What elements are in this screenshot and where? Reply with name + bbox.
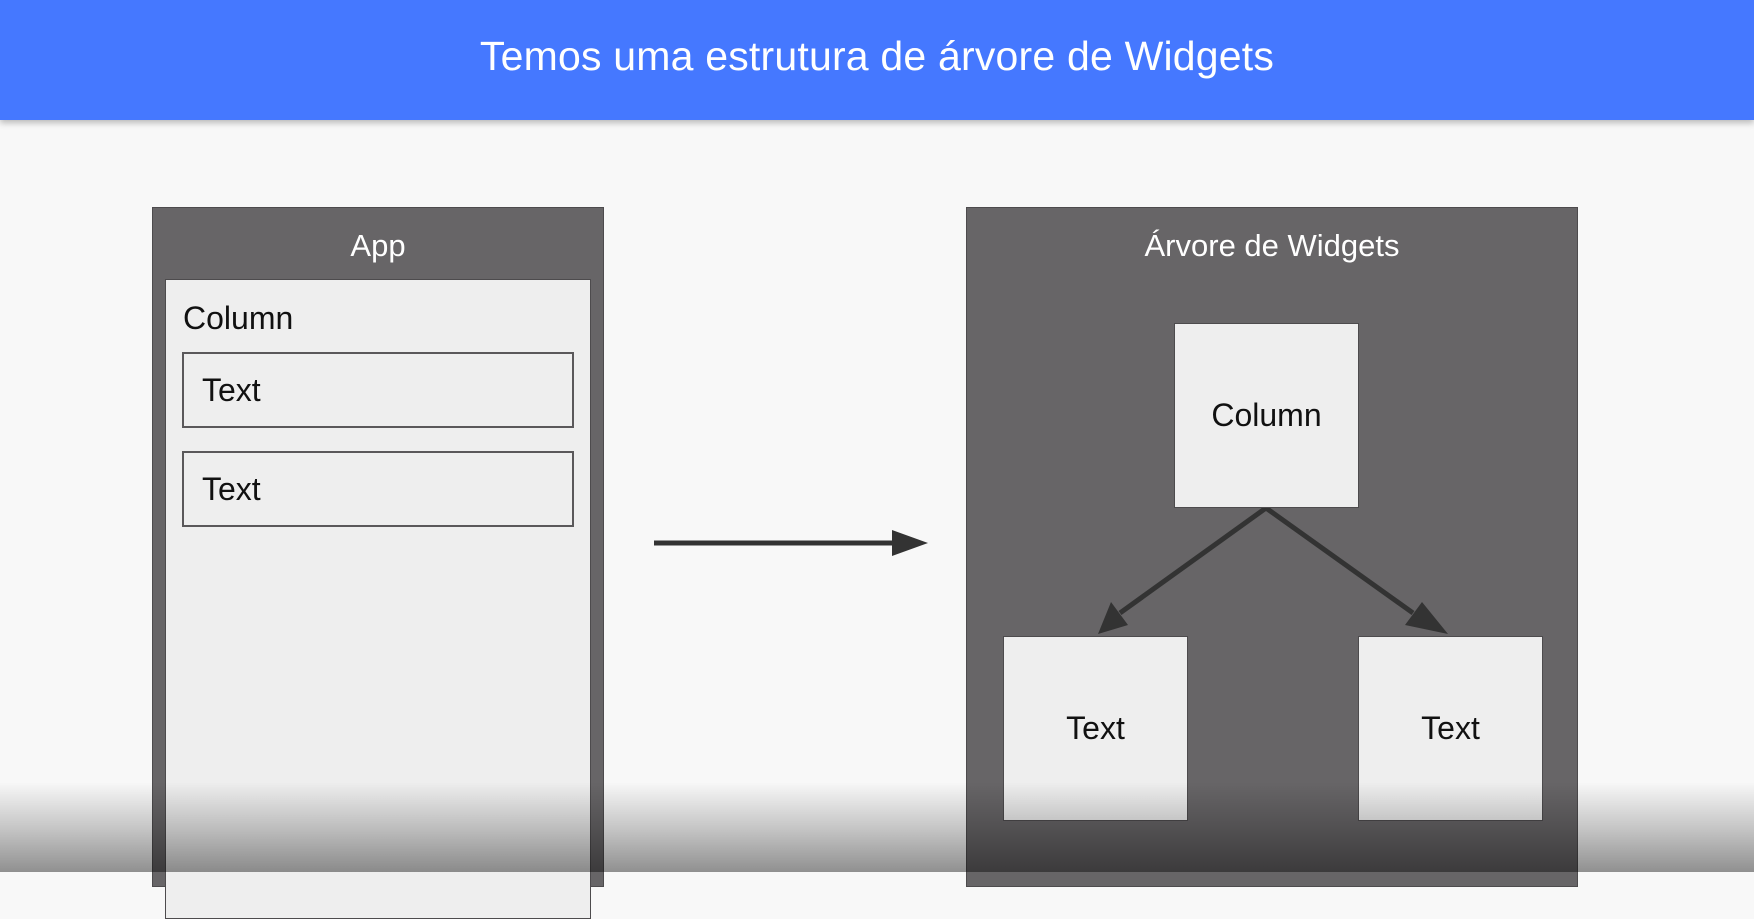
widget-tree-title: Árvore de Widgets	[1144, 228, 1400, 263]
text-widget: Text	[182, 352, 574, 428]
text-widget-label: Text	[202, 471, 261, 507]
app-panel: App Column Text Text	[152, 207, 604, 919]
column-container: Column Text Text	[165, 279, 591, 919]
slide-title: Temos uma estrutura de árvore de Widgets	[479, 33, 1275, 79]
column-label: Column	[183, 300, 294, 336]
app-panel-title: App	[350, 228, 406, 263]
widget-tree-panel: Árvore de Widgets Column Text Text	[966, 207, 1578, 887]
text-widget-label: Text	[202, 372, 261, 408]
tree-node-text: Text	[1003, 636, 1188, 821]
tree-edge-right	[1264, 505, 1448, 634]
tree-node-text: Text	[1358, 636, 1543, 821]
arrow-right-icon	[654, 530, 928, 556]
slide-header: Temos uma estrutura de árvore de Widgets	[0, 0, 1754, 120]
tree-node-column: Column	[1174, 323, 1359, 508]
text-widget: Text	[182, 451, 574, 527]
tree-edge-left	[1098, 505, 1268, 634]
